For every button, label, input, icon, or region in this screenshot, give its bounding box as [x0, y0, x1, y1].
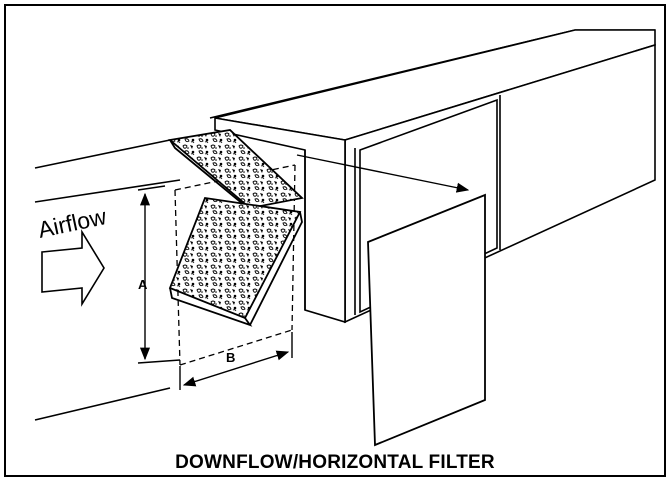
left-duct — [34, 139, 181, 421]
insertion-arrow — [296, 154, 470, 193]
dimension-a — [137, 185, 181, 364]
figure-border — [4, 4, 666, 477]
airflow-label: Airflow — [36, 203, 109, 243]
dimension-b — [179, 332, 293, 390]
main-filter — [168, 197, 303, 327]
dim-a-label: A — [138, 277, 148, 292]
replacement-filter-panel — [367, 193, 486, 447]
dim-b-label: B — [226, 350, 235, 365]
airflow-arrow — [41, 229, 105, 307]
figure-caption: DOWNFLOW/HORIZONTAL FILTER — [175, 452, 495, 473]
